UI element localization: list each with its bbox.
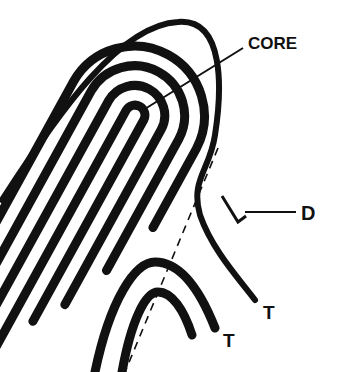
core-label: CORE <box>246 34 299 53</box>
fold-band <box>0 66 185 354</box>
symbol-label: D <box>299 202 317 224</box>
outer-fold-line <box>2 22 255 300</box>
axial-plane <box>125 148 218 372</box>
fold-band <box>0 85 165 363</box>
fold-bands <box>0 46 204 372</box>
lower-fold-inner <box>122 292 192 372</box>
symbol-label: T <box>221 330 237 351</box>
leader-line <box>140 48 243 112</box>
symbol-label: T <box>261 302 277 323</box>
leader-line <box>245 211 296 213</box>
dip-symbol <box>222 196 246 222</box>
lower-fold-outer <box>95 262 215 372</box>
